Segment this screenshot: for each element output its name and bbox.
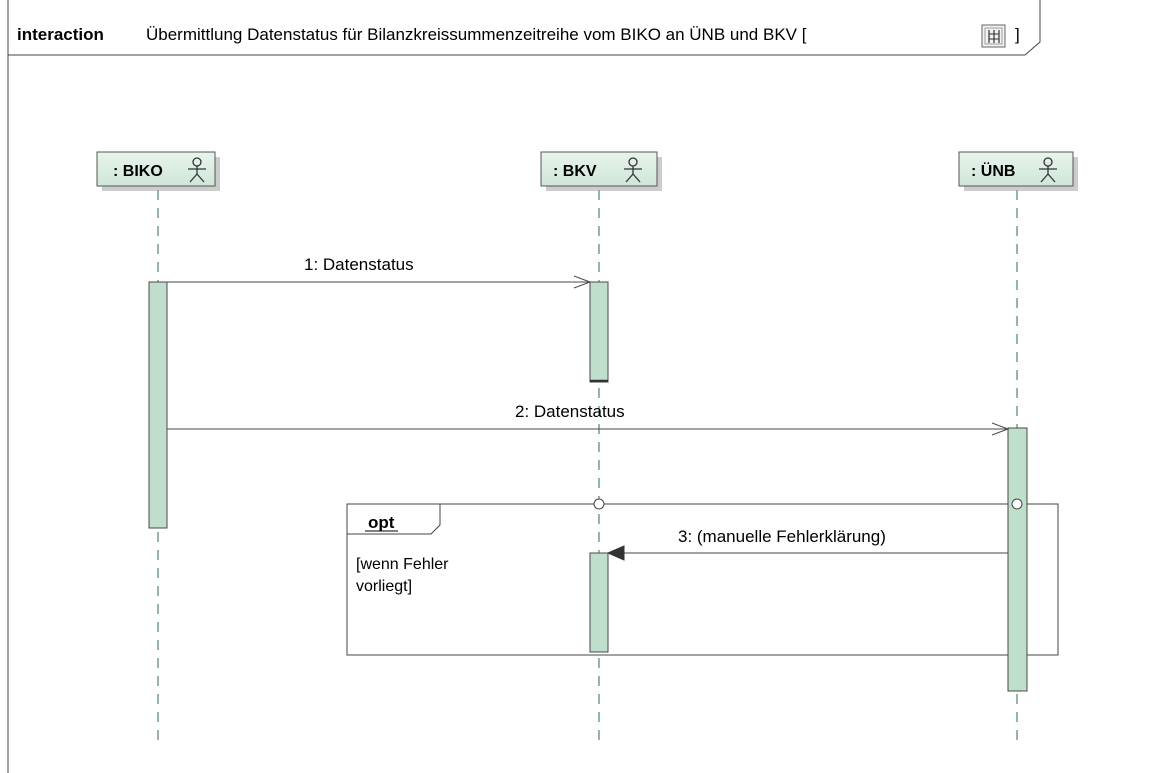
lifeline-unb-label: : ÜNB: [971, 161, 1015, 180]
message-2-label: 2: Datenstatus: [515, 402, 625, 421]
opt-guard-line1: [wenn Fehler: [356, 556, 449, 573]
open-arrowhead-icon: [573, 275, 592, 289]
actor-icon: [1039, 157, 1057, 183]
filled-arrowhead-icon: [606, 545, 625, 561]
opt-fragment-tab: [347, 504, 441, 535]
interaction-frame: interaction Übermittlung Datenstatus für…: [7, 0, 1041, 773]
activation-bkv-1: [589, 281, 609, 383]
activation-unb: [1007, 427, 1028, 692]
opt-fragment[interactable]: opt [wenn Fehler vorliegt]: [346, 503, 1059, 656]
lifeline-biko-label: : BIKO: [113, 163, 163, 180]
activation-bkv-2: [589, 552, 609, 653]
lifeline-unb-head[interactable]: : ÜNB: [958, 151, 1078, 191]
message-3-label: 3: (manuelle Fehlerklärung): [678, 527, 886, 546]
frame-keyword: interaction: [17, 25, 104, 44]
fragment-gate-bkv: [593, 498, 605, 510]
actor-icon: [188, 157, 206, 183]
frame-title-suffix: ]: [1015, 25, 1020, 44]
message-2[interactable]: 2: Datenstatus: [167, 402, 1010, 436]
activation-biko: [148, 281, 168, 529]
activation-bars: [148, 281, 1028, 692]
lifeline-lines: [157, 190, 1018, 745]
fragment-gate-unb: [1011, 498, 1023, 510]
lifeline-biko-head[interactable]: : BIKO: [96, 151, 220, 191]
frame-title: Übermittlung Datenstatus für Bilanzkreis…: [146, 25, 807, 44]
frame-title-tab: [8, 0, 1041, 56]
open-arrowhead-icon: [991, 422, 1010, 436]
lifeline-bkv-head[interactable]: : BKV: [540, 151, 662, 191]
actor-icon: [624, 157, 642, 183]
lifeline-bkv-label: : BKV: [553, 163, 597, 180]
message-1-label: 1: Datenstatus: [304, 255, 414, 274]
opt-operator: opt: [368, 513, 395, 532]
message-3[interactable]: 3: (manuelle Fehlerklärung): [606, 527, 1008, 561]
opt-guard-line2: vorliegt]: [356, 578, 412, 595]
sequence-diagram-icon: [981, 24, 1006, 48]
message-1[interactable]: 1: Datenstatus: [167, 255, 592, 289]
